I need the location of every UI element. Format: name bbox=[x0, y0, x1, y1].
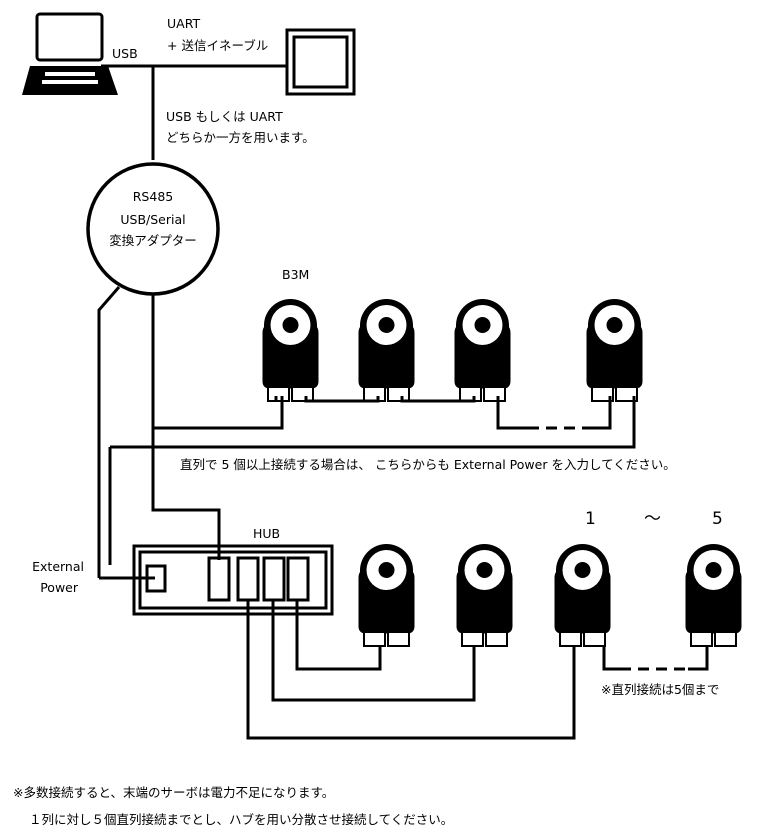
external-power-label-line1: External bbox=[32, 559, 84, 574]
hub-servo-3 bbox=[554, 542, 611, 648]
hub-servo-2 bbox=[456, 542, 513, 648]
b3m-label: B3M bbox=[282, 267, 309, 282]
hub-servo-4 bbox=[685, 542, 742, 648]
footnote-line-2: １列に対し５個直列接続までとし、ハブを用い分散させ接続してください。 bbox=[29, 812, 454, 827]
rs485-adapter bbox=[86, 162, 220, 296]
range-tilde-label: 〜 bbox=[644, 509, 661, 529]
top-wires bbox=[101, 64, 287, 160]
laptop-icon bbox=[22, 12, 118, 95]
b3m-servo-2 bbox=[358, 297, 415, 403]
external-power-label-line2: Power bbox=[40, 580, 79, 595]
uart-device-box bbox=[285, 28, 356, 96]
b3m-servo-1 bbox=[262, 297, 319, 403]
uart-label: UART bbox=[167, 16, 200, 31]
use-either-label: どちらか一方を用います。 bbox=[166, 130, 315, 145]
b3m-servo-4 bbox=[586, 297, 643, 403]
converter-adapter-label: 変換アダプター bbox=[109, 233, 197, 248]
hub-label: HUB bbox=[253, 526, 280, 541]
uart-enable-label: + 送信イネーブル bbox=[167, 38, 268, 53]
hub-box bbox=[132, 544, 334, 616]
usb-label: USB bbox=[112, 46, 138, 61]
usb-or-uart-label: USB もしくは UART bbox=[166, 109, 283, 124]
range-start-label: 1 bbox=[585, 509, 596, 529]
usb-serial-label: USB/Serial bbox=[120, 212, 185, 227]
b3m-servo-3 bbox=[454, 297, 511, 403]
rs485-label: RS485 bbox=[133, 189, 173, 204]
hub-servo-1 bbox=[358, 542, 415, 648]
footnote-line-1: ※多数接続すると、末端のサーボは電力不足になります。 bbox=[13, 785, 335, 800]
series-limit-note: ※直列接続は5個まで bbox=[601, 682, 719, 697]
wiring bbox=[97, 286, 709, 740]
external-power-note: 直列で 5 個以上接続する場合は、 こちらからも External Power … bbox=[180, 457, 676, 472]
range-end-label: 5 bbox=[712, 509, 723, 529]
